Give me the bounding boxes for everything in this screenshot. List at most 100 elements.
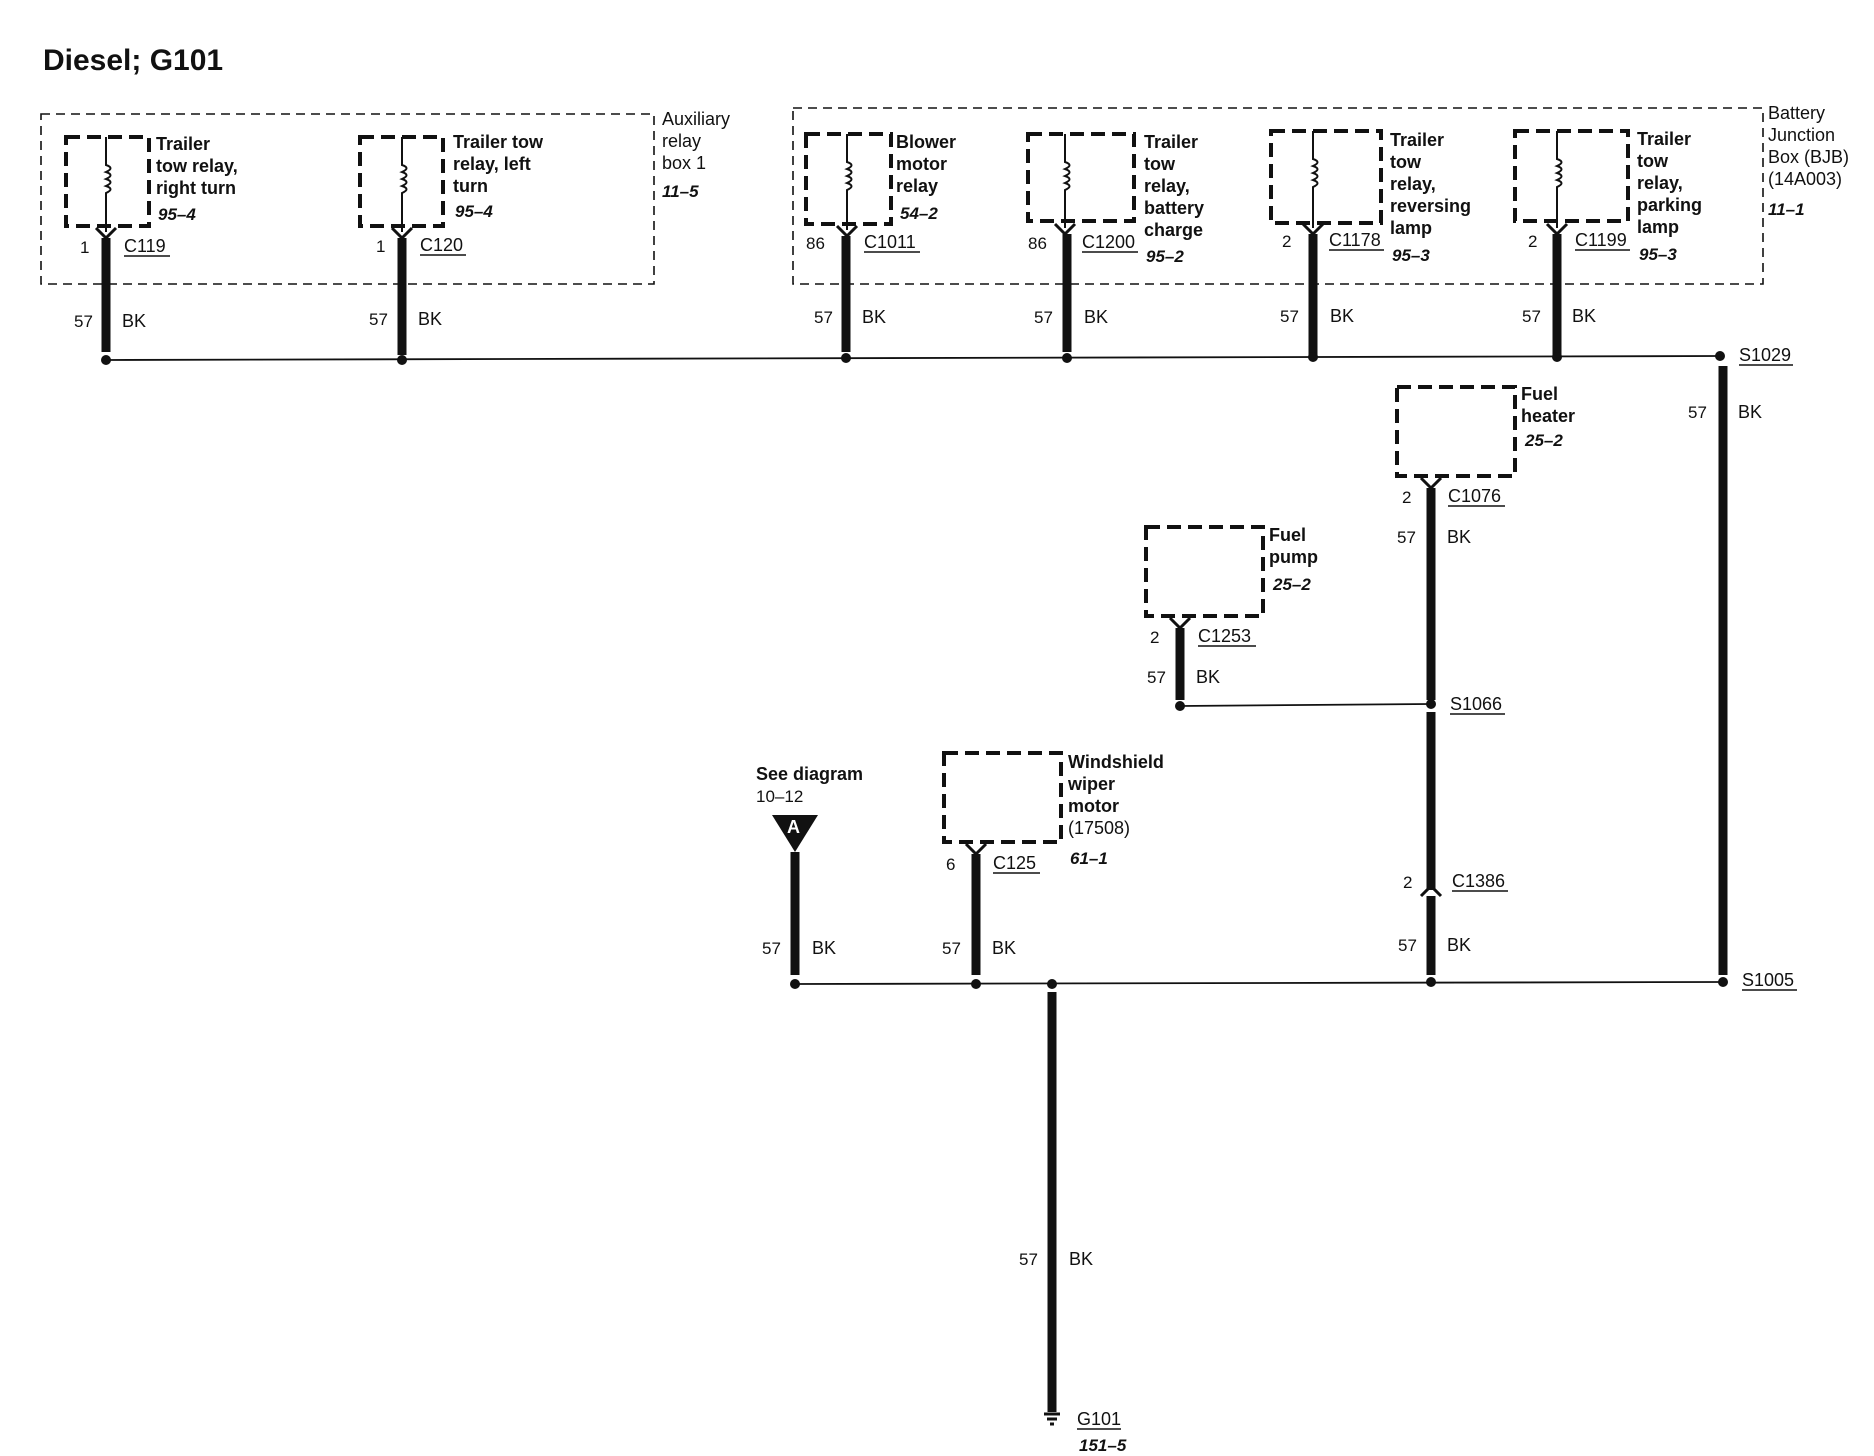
- svg-text:BK: BK: [1447, 527, 1471, 547]
- svg-text:S1005: S1005: [1742, 970, 1794, 990]
- wire-label: 57 BK: [1398, 935, 1471, 955]
- svg-text:BK: BK: [862, 307, 886, 327]
- svg-text:Fuel: Fuel: [1521, 384, 1558, 404]
- svg-text:battery: battery: [1144, 198, 1204, 218]
- svg-text:BK: BK: [812, 938, 836, 958]
- svg-text:motor: motor: [1068, 796, 1119, 816]
- svg-text:C1200: C1200: [1082, 232, 1135, 252]
- svg-text:Trailer tow: Trailer tow: [453, 132, 544, 152]
- windshield-wiper-motor: Windshield wiper motor (17508) 61–1 6 C1…: [942, 751, 1164, 874]
- svg-text:1: 1: [80, 238, 89, 257]
- svg-text:relay: relay: [896, 176, 938, 196]
- svg-text:tow: tow: [1390, 152, 1422, 172]
- svg-text:11–5: 11–5: [662, 182, 699, 201]
- diagram-title: Diesel; G101: [43, 44, 223, 77]
- svg-text:tow: tow: [1144, 154, 1176, 174]
- connector-pin-icon: [964, 842, 988, 857]
- svg-text:2: 2: [1150, 628, 1159, 647]
- junction-dot: [790, 979, 800, 989]
- splice-s1066-label: S1066: [1450, 694, 1505, 715]
- svg-text:95–3: 95–3: [1392, 246, 1430, 265]
- wire-bus-bottom: [794, 981, 1724, 985]
- svg-text:Auxiliary: Auxiliary: [662, 109, 730, 129]
- svg-text:BK: BK: [418, 309, 442, 329]
- relay-coil-icon: [1554, 131, 1563, 228]
- battery-junction-box-outline: [792, 107, 1764, 285]
- svg-text:C1076: C1076: [1448, 486, 1501, 506]
- svg-text:C120: C120: [420, 235, 463, 255]
- trailer-tow-relay-battery-charge: Trailer tow relay, battery charge 95–2 8…: [1026, 132, 1204, 266]
- svg-text:57: 57: [1280, 307, 1299, 326]
- svg-text:BK: BK: [1196, 667, 1220, 687]
- svg-text:95–4: 95–4: [158, 205, 196, 224]
- svg-text:Trailer: Trailer: [1390, 130, 1444, 150]
- relay-coil-icon: [1062, 134, 1071, 228]
- svg-text:Trailer: Trailer: [1144, 132, 1198, 152]
- junction-dot: [1552, 352, 1562, 362]
- svg-text:BK: BK: [1738, 402, 1762, 422]
- svg-text:Windshield: Windshield: [1068, 752, 1164, 772]
- svg-text:C125: C125: [993, 853, 1036, 873]
- svg-text:See diagram: See diagram: [756, 764, 863, 784]
- svg-text:G101: G101: [1077, 1409, 1121, 1429]
- connector-pin-icon: [1419, 883, 1443, 898]
- splice-s1005-label: S1005: [1742, 970, 1797, 991]
- svg-text:Fuel: Fuel: [1269, 525, 1306, 545]
- wire-label: 57 BK: [942, 938, 1016, 958]
- svg-text:1: 1: [376, 237, 385, 256]
- svg-text:2: 2: [1403, 873, 1412, 892]
- svg-text:86: 86: [1028, 234, 1047, 253]
- svg-text:lamp: lamp: [1637, 217, 1679, 237]
- svg-text:86: 86: [806, 234, 825, 253]
- wire-label: 57 BK: [369, 309, 442, 329]
- svg-text:2: 2: [1528, 232, 1537, 251]
- wire-label: 57 BK: [1397, 527, 1471, 547]
- svg-text:95–2: 95–2: [1146, 247, 1184, 266]
- junction-dot: [1308, 352, 1318, 362]
- connector-pin-icon: [1419, 476, 1443, 491]
- blower-motor-relay: Blower motor relay 54–2 86 C1011: [804, 132, 956, 253]
- svg-text:57: 57: [1019, 1250, 1038, 1269]
- svg-text:25–2: 25–2: [1272, 575, 1311, 594]
- ground-g101: G101 151–5: [1044, 1409, 1127, 1455]
- svg-text:57: 57: [1397, 528, 1416, 547]
- svg-text:C1386: C1386: [1452, 871, 1505, 891]
- wire-label: 57 BK: [1688, 402, 1762, 422]
- wire-label: 57 BK: [1019, 1249, 1093, 1269]
- svg-text:motor: motor: [896, 154, 947, 174]
- svg-text:57: 57: [1034, 308, 1053, 327]
- svg-text:C1178: C1178: [1329, 230, 1381, 250]
- svg-text:57: 57: [942, 939, 961, 958]
- svg-text:BK: BK: [1084, 307, 1108, 327]
- junction-dot: [971, 979, 981, 989]
- svg-text:reversing: reversing: [1390, 196, 1471, 216]
- junction-dot: [397, 355, 407, 365]
- svg-text:relay, left: relay, left: [453, 154, 531, 174]
- svg-text:57: 57: [1147, 668, 1166, 687]
- svg-text:61–1: 61–1: [1070, 849, 1108, 868]
- svg-text:turn: turn: [453, 176, 488, 196]
- svg-text:C1011: C1011: [864, 232, 916, 252]
- svg-text:parking: parking: [1637, 195, 1702, 215]
- fuel-pump: Fuel pump 25–2 2 C1253: [1144, 525, 1318, 647]
- svg-text:95–4: 95–4: [455, 202, 493, 221]
- svg-text:57: 57: [74, 312, 93, 331]
- svg-text:A: A: [787, 817, 800, 837]
- fuel-heater: Fuel heater 25–2 2 C1076: [1395, 384, 1575, 507]
- relay-coil-icon: [1310, 131, 1319, 228]
- svg-text:57: 57: [814, 308, 833, 327]
- battery-junction-box-label: Battery Junction Box (BJB) (14A003) 11–1: [1768, 103, 1849, 219]
- svg-text:57: 57: [369, 310, 388, 329]
- connector-pin-icon: [1168, 616, 1192, 631]
- relay-coil-icon: [844, 134, 853, 230]
- junction-dot: [1047, 979, 1057, 989]
- svg-text:57: 57: [762, 939, 781, 958]
- inline-connector-c1386: 2 C1386: [1403, 871, 1508, 898]
- svg-text:right turn: right turn: [156, 178, 236, 198]
- svg-text:C1253: C1253: [1198, 626, 1251, 646]
- relay-coil-icon: [103, 137, 112, 232]
- svg-text:57: 57: [1688, 403, 1707, 422]
- svg-text:tow: tow: [1637, 151, 1669, 171]
- off-page-connector-icon: [772, 815, 818, 852]
